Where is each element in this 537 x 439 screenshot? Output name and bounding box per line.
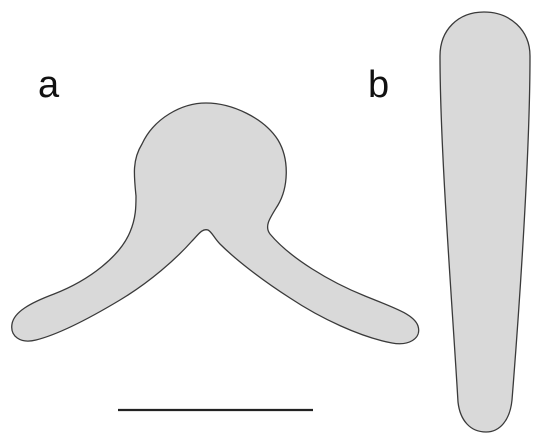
shape-a	[12, 103, 419, 344]
shape-b	[440, 12, 530, 432]
